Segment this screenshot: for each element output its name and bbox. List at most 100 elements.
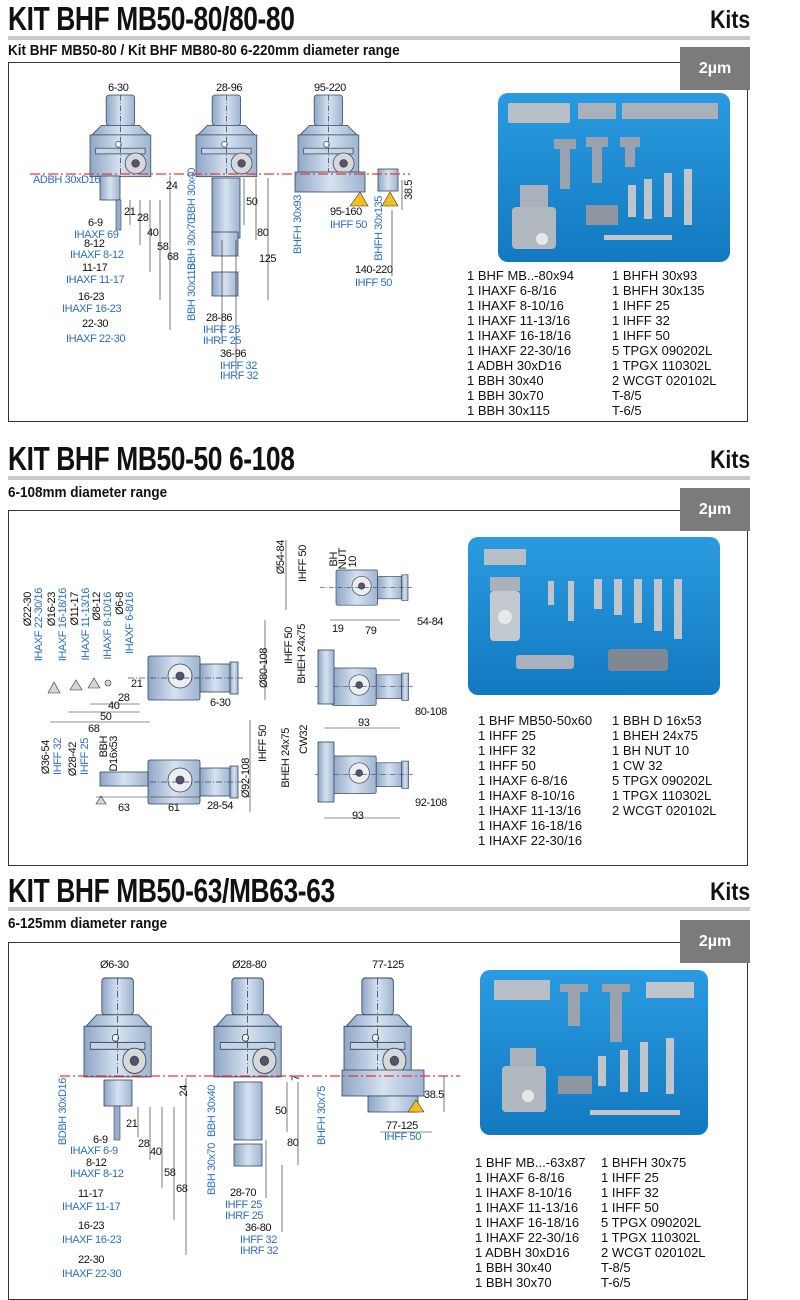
kit-item: 1 BHFH 30x75 [601,1155,687,1170]
kit-item: 1 IHFF 32 [612,313,670,328]
kit-item: 1 BHEH 24x75 [612,728,698,743]
kit-item: 1 BBH 30x70 [467,388,544,403]
kit-item: 1 ADBH 30xD16 [467,358,562,373]
kit-item: 1 BBH D 16x53 [612,713,702,728]
dimension-label: 92-108 [415,797,447,809]
dimension-label: 16-23 [78,1220,105,1232]
dimension-label: 28-70 [230,1187,257,1199]
kit-item: 1 BH NUT 10 [612,743,690,758]
dimension-label: 93 [352,810,364,822]
kit-item: 1 BBH 30x40 [475,1260,552,1275]
kit-item: 1 IHFF 32 [601,1185,659,1200]
kit-item: 1 BHF MB50-50x60 [478,713,593,728]
section-3-kit-list-right: 1 BHFH 30x75 1 IHFF 25 1 IHFF 32 1 IHFF … [601,1155,706,1290]
tool-label: IHAXF 6-8/16 [124,592,136,654]
tool-label: IHRF 32 [220,370,259,382]
tool-label: BBH 30x70 [186,218,198,271]
tool-label: IHFF 50 [297,545,309,582]
dimension-label: 40 [150,1146,162,1158]
dimension-label: 19 [332,623,344,635]
kit-item: 1 IHAXF 11-13/16 [467,313,571,328]
section-1-kit-list-right: 1 BHFH 30x93 1 BHFH 30x135 1 IHFF 25 1 I… [612,268,717,418]
tool-label: BBH 30x40 [206,1085,218,1138]
section-1-kit-photo [498,93,730,262]
kit-item: 1 IHFF 50 [601,1200,659,1215]
kit-item: 1 IHAXF 8-10/16 [478,788,575,803]
tool-label: IHFF 32 [52,738,64,775]
dimension-label: 125 [259,253,277,265]
dimension-label: 28-96 [216,82,243,94]
tool-label: IHAXF 8-12 [70,1168,124,1180]
tool-label: IHAXF 16-23 [62,303,122,315]
tool-label: BHEH 24x75 [280,728,292,788]
tool-label: IHRF 25 [225,1210,264,1222]
tool-label: IHAXF 22-30/16 [33,588,45,662]
tool-label: BHFH 30x93 [292,195,304,254]
section-3-kit-list-left: 1 BHF MB...-63x87 1 IHAXF 6-8/16 1 IHAXF… [475,1155,586,1290]
dimension-label: Ø28-80 [232,959,267,971]
dimension-label: 28-54 [207,800,234,812]
tool-label: IHRF 32 [240,1245,279,1257]
dimension-label: 80 [257,227,269,239]
section-2-kit-list-right: 1 BBH D 16x53 1 BHEH 24x75 1 BH NUT 10 1… [612,713,717,818]
kit-item: 1 IHFF 25 [601,1170,659,1185]
section-1-frame [8,62,748,422]
dimension-label: 68 [88,723,100,735]
kit-item: T-6/5 [612,403,642,418]
dimension-label: 24 [178,1085,190,1097]
tool-label: IHFF 50 [330,219,367,231]
dimension-label: 22-30 [82,318,109,330]
tool-label: BBH 30x115 [186,264,198,321]
section-3-precision-badge: 2µm [680,920,750,963]
tool-label: IHFF 25 [203,324,240,336]
tool-label: IHFF 32 [220,360,257,372]
tool-label: IHAXF 8-10/16 [102,592,114,660]
section-1-subtitle: Kit BHF MB50-80 / Kit BHF MB80-80 6-220m… [8,42,400,59]
section-2-kit-photo [468,537,720,695]
kit-item: 1 IHAXF 22-30/16 [475,1230,580,1245]
tool-label: ADBH 30xD16 [33,174,101,186]
kit-item: 1 TPGX 110302L [612,358,712,373]
kit-item: 1 IHAXF 8-10/16 [475,1185,572,1200]
kit-item: 2 WCGT 020102L [601,1245,706,1260]
dimension-label: 21 [124,206,136,218]
dimension-label: 38.5 [424,1089,444,1101]
tool-label: BBH 30x70 [206,1143,218,1196]
kit-item: T-6/5 [601,1275,631,1290]
dimension-label: 28 [118,692,130,704]
dimension-label: 50 [275,1105,287,1117]
dimension-label: 36-96 [220,348,247,360]
kit-item: 2 WCGT 020102L [612,373,717,388]
section-2-subtitle: 6-108mm diameter range [8,484,168,501]
kit-item: 1 ADBH 30xD16 [475,1245,570,1260]
kit-item: 1 IHFF 25 [612,298,670,313]
kit-item: 1 BHF MB...-63x87 [475,1155,586,1170]
tool-label: IHFF 32 [240,1234,277,1246]
kit-item: 1 IHAXF 6-8/16 [475,1170,565,1185]
dimension-label: 50 [100,711,112,723]
kit-item: 1 IHAXF 16-18/16 [467,328,572,343]
dimension-label: Ø28-42 [67,742,79,777]
kit-item: 1 IHFF 32 [478,743,536,758]
kit-item: 1 IHFF 50 [478,758,536,773]
dimension-label: 6-30 [108,82,129,94]
kit-components-image [494,980,694,1115]
dimension-label: 21 [126,1118,138,1130]
kit-item: 1 BBH 30x40 [467,373,544,388]
kit-item: 1 CW 32 [612,758,663,773]
dimension-label: 63 [118,802,130,814]
dimension-label: 95-220 [314,82,346,94]
dimension-label: Ø92-108 [240,758,252,799]
dimension-label: 54-84 [417,616,444,628]
kit-item: 5 TPGX 090202L [612,343,713,358]
kit-components-image [484,549,682,671]
dimension-label: Ø36-54 [40,740,52,775]
dimension-label: 77-125 [372,959,404,971]
section-1-precision-badge: 2µm [680,47,750,90]
section-2-frame [8,510,748,866]
dimension-label: 28-86 [206,312,233,324]
dimension-label: 95-160 [330,206,362,218]
tool-label: IHAXF 69 [74,229,119,241]
kit-item: 1 IHAXF 16-18/16 [478,818,583,833]
